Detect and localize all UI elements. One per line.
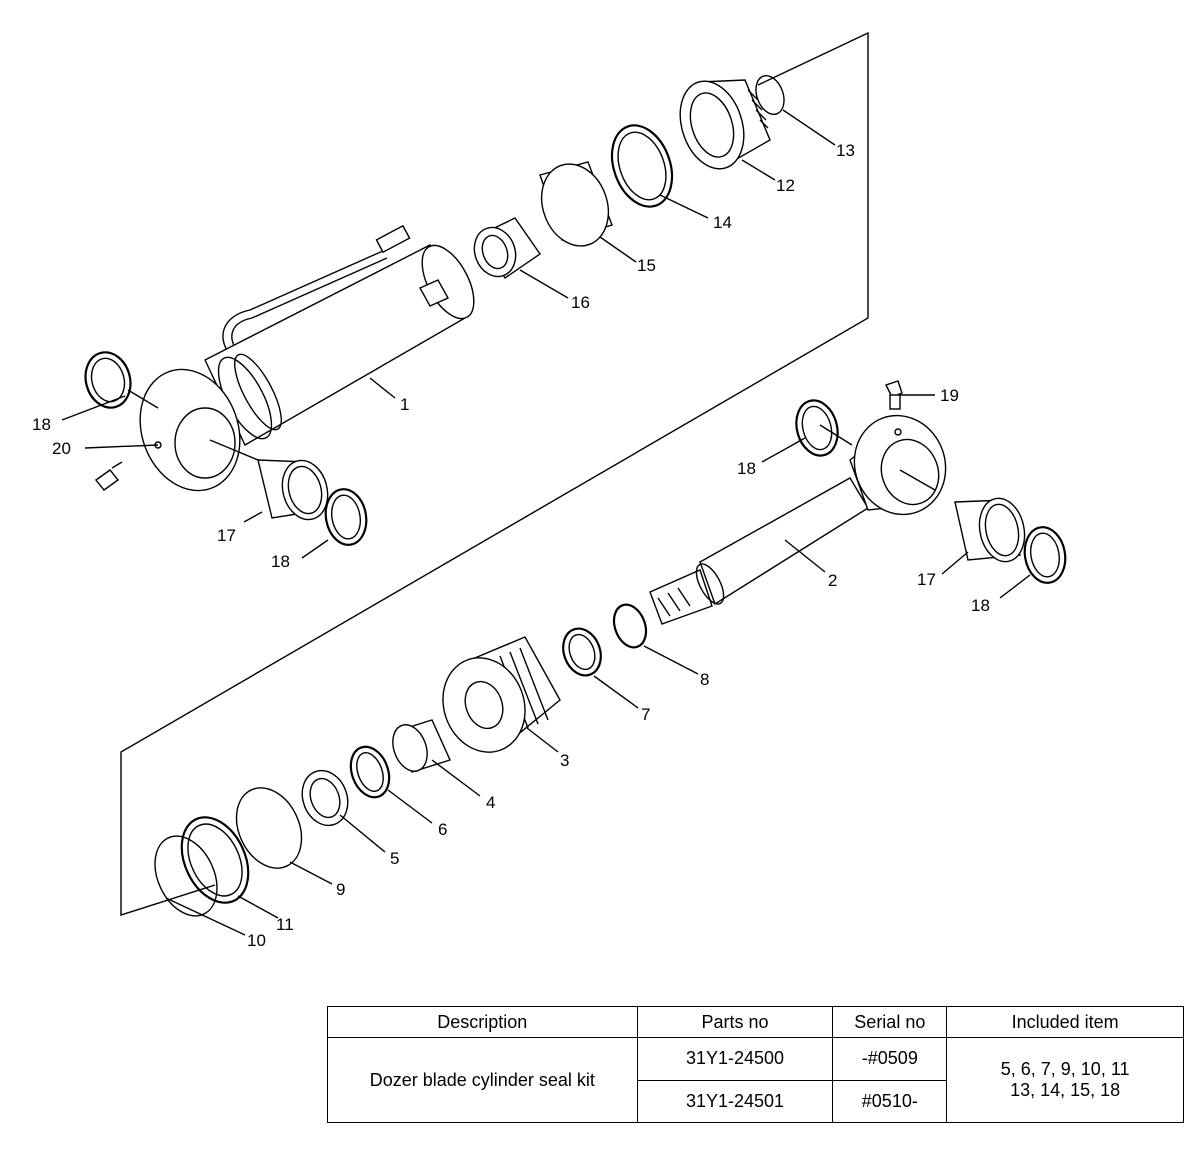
- label-part-17-right: 17: [917, 570, 936, 589]
- label-part-7: 7: [641, 705, 650, 724]
- part-18-dust-seal-right-top: [795, 399, 839, 457]
- label-part-18-left-top: 18: [32, 415, 51, 434]
- part-18-dust-seal-left-top: [84, 351, 132, 409]
- parts-no-cell: 31Y1-24500: [636, 1037, 834, 1081]
- header-parts-no: Parts no: [636, 1006, 834, 1038]
- label-part-14: 14: [713, 213, 732, 232]
- label-part-18-left-bottom: 18: [271, 552, 290, 571]
- label-part-1: 1: [400, 395, 409, 414]
- label-part-19: 19: [940, 386, 959, 405]
- part-4-bushing: [392, 719, 451, 773]
- label-part-15: 15: [637, 256, 656, 275]
- label-part-12: 12: [776, 176, 795, 195]
- serial-no-cell: #0510-: [832, 1079, 948, 1123]
- part-17-bushing-right: [954, 497, 1026, 563]
- label-part-5: 5: [390, 849, 399, 868]
- piston-rod: [649, 414, 947, 625]
- part-12-rod-cover: [679, 79, 771, 170]
- part-3-piston: [442, 636, 561, 753]
- part-7-backup-ring: [562, 627, 602, 677]
- label-part-3: 3: [560, 751, 569, 770]
- label-part-9: 9: [336, 880, 345, 899]
- part-17-bushing-left: [257, 459, 329, 521]
- label-part-6: 6: [438, 820, 447, 839]
- part-5-piston-seal: [301, 769, 349, 827]
- kit-description: Dozer blade cylinder seal kit: [327, 1037, 638, 1123]
- parts-no-cell: 31Y1-24501: [636, 1079, 834, 1123]
- part-18-dust-seal-right-bottom: [1023, 526, 1067, 584]
- part-18-dust-seal-left-bottom: [324, 488, 368, 546]
- label-part-8: 8: [700, 670, 709, 689]
- table-row: 31Y1-24501 #0510-: [328, 1079, 1184, 1123]
- table-row: Dozer blade cylinder seal kit 31Y1-24500…: [327, 1037, 1184, 1123]
- part-20-grease-nipple: [94, 461, 123, 491]
- label-part-4: 4: [486, 793, 495, 812]
- label-part-17-left: 17: [217, 526, 236, 545]
- label-part-20: 20: [52, 439, 71, 458]
- header-description: Description: [327, 1006, 638, 1038]
- part-8-snap-ring: [612, 603, 648, 649]
- label-part-2: 2: [828, 571, 837, 590]
- label-part-16: 16: [571, 293, 590, 312]
- leader-lines: [61, 109, 1031, 936]
- part-15-ring: [539, 161, 613, 247]
- header-serial-no: Serial no: [832, 1006, 948, 1038]
- assembly-frame-line: [120, 31, 869, 916]
- seal-kit-table: Description Parts no Serial no Included …: [327, 1006, 1184, 1123]
- label-part-13: 13: [836, 141, 855, 160]
- label-part-18-right-bottom: 18: [971, 596, 990, 615]
- cylinder-tube: [139, 224, 475, 492]
- label-part-11: 11: [276, 915, 294, 934]
- part-6-dust-ring: [349, 745, 391, 799]
- part-13-o-ring: [755, 74, 785, 116]
- included-items-line-2: 13, 14, 15, 18: [1010, 1080, 1121, 1100]
- included-items-line-1: 5, 6, 7, 9, 10, 11: [1000, 1059, 1130, 1079]
- label-part-10: 10: [247, 931, 266, 950]
- table-header-row: Description Parts no Serial no Included …: [327, 1006, 1184, 1038]
- part-10-o-ring: [154, 835, 218, 917]
- header-included-item: Included item: [946, 1006, 1184, 1038]
- part-19-grease-nipple: [885, 380, 903, 410]
- label-part-18-right-top: 18: [737, 459, 756, 478]
- part-11-backup-ring: [180, 816, 250, 904]
- included-items-cell: 5, 6, 7, 9, 10, 11 13, 14, 15, 18: [946, 1037, 1184, 1123]
- part-16-bushing: [473, 217, 541, 279]
- part-14-ring: [610, 124, 674, 208]
- part-9-o-ring: [235, 787, 303, 869]
- serial-no-cell: -#0509: [832, 1037, 948, 1081]
